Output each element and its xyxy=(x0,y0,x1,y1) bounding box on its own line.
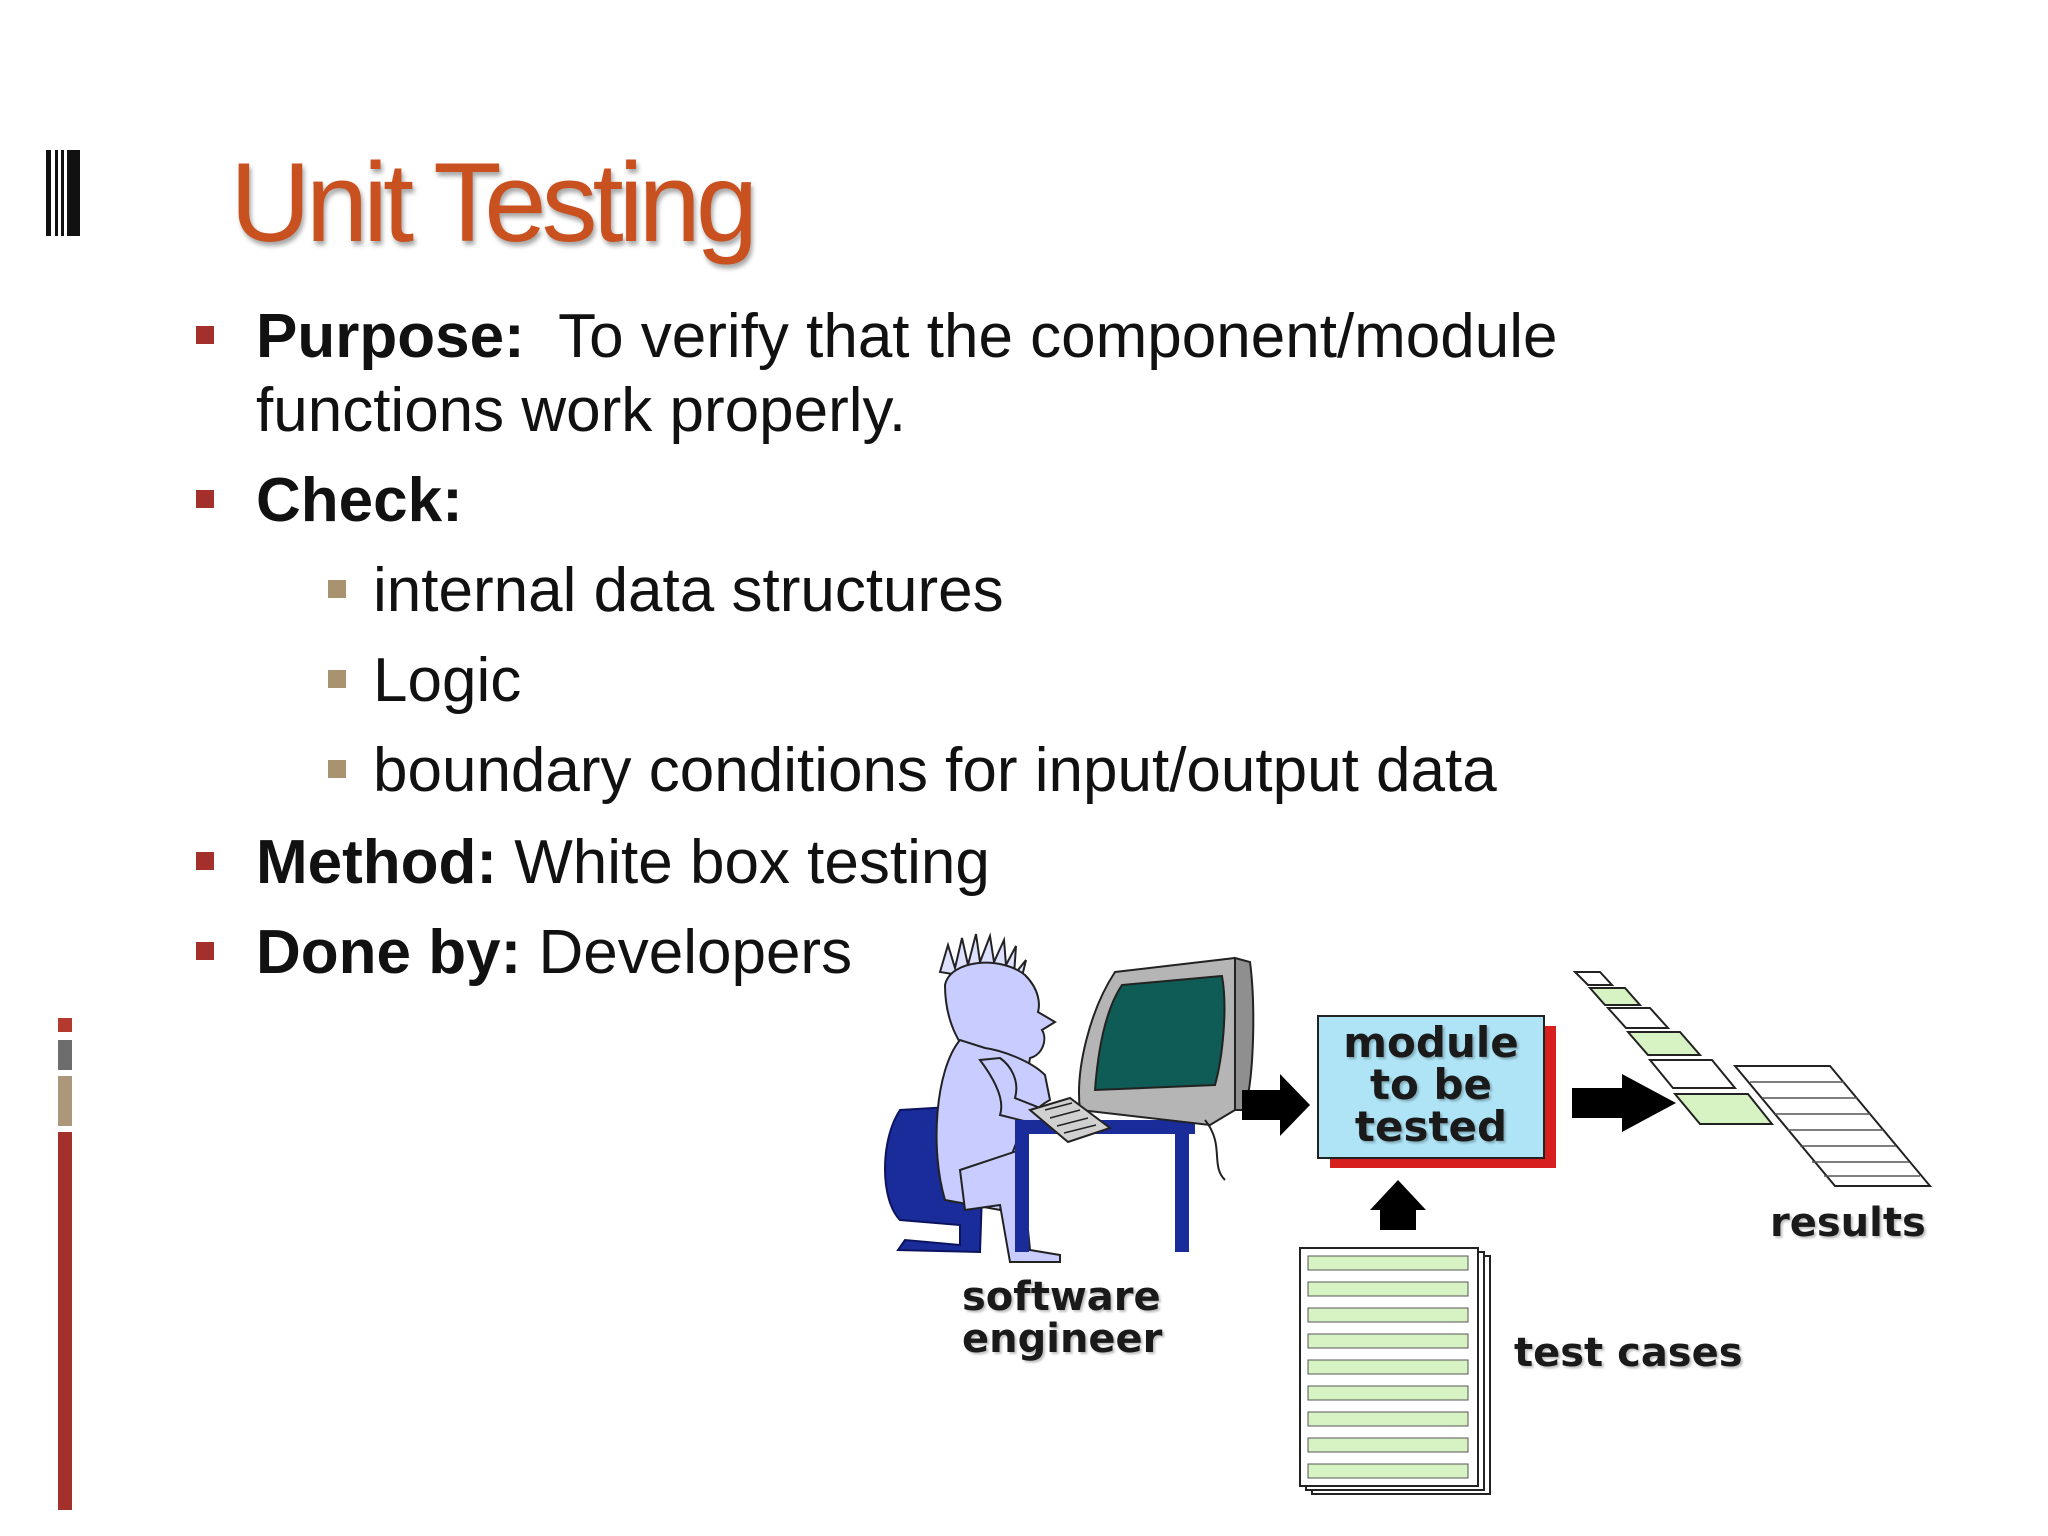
module-label-line-3: tested xyxy=(1354,1102,1508,1151)
module-box xyxy=(1317,1015,1556,1168)
purpose-label: Purpose: xyxy=(256,302,525,371)
engineer-label-line-2: engineer xyxy=(962,1316,1163,1362)
check-item: boundary conditions for input/output dat… xyxy=(373,736,1497,805)
side-accent-red-long xyxy=(58,1132,72,1510)
module-label-line-1: module xyxy=(1343,1018,1519,1067)
results-printout xyxy=(1572,971,1933,1187)
side-accent-tan xyxy=(58,1076,72,1126)
module-label: module to be tested xyxy=(1318,1022,1544,1148)
arrow-right-icon xyxy=(1572,1074,1676,1132)
bullet-marker xyxy=(196,852,214,870)
bullet-doneby: Done by: Developers xyxy=(256,922,852,984)
test-cases-stack xyxy=(1299,1247,1491,1495)
software-engineer-figure xyxy=(884,932,1255,1263)
bullet-marker xyxy=(196,942,214,960)
purpose-text: To verify that the component/module xyxy=(558,302,1558,371)
software-engineer-label: software engineer xyxy=(962,1274,1163,1362)
module-label-line-2: to be xyxy=(1369,1060,1493,1109)
bullet-marker xyxy=(196,490,214,508)
arrow-right-icon xyxy=(1242,1074,1310,1136)
title-decoration xyxy=(46,150,80,236)
check-item: Logic xyxy=(373,646,522,715)
sub-bullet-marker xyxy=(328,760,346,778)
bullet-purpose: Purpose: To verify that the component/mo… xyxy=(256,306,1558,368)
doneby-text: Developers xyxy=(538,918,853,987)
bullet-marker xyxy=(196,326,214,344)
slide-title: Unit Testing xyxy=(230,140,758,265)
method-label: Method: xyxy=(256,828,498,897)
purpose-text-continued: functions work properly. xyxy=(256,376,907,445)
sub-bullet-marker xyxy=(328,580,346,598)
check-item: internal data structures xyxy=(373,556,1004,625)
doneby-label: Done by: xyxy=(256,918,522,987)
check-label: Check: xyxy=(256,466,463,535)
arrow-up-icon xyxy=(1370,1180,1426,1230)
test-cases-label: test cases xyxy=(1514,1330,1743,1376)
side-accent-red-small xyxy=(58,1018,72,1032)
sub-bullet-marker xyxy=(328,670,346,688)
bullet-method: Method: White box testing xyxy=(256,832,990,894)
method-text: White box testing xyxy=(514,828,990,897)
results-label: results xyxy=(1770,1200,1926,1246)
side-accent-gray xyxy=(58,1040,72,1070)
engineer-label-line-1: software xyxy=(962,1274,1161,1320)
